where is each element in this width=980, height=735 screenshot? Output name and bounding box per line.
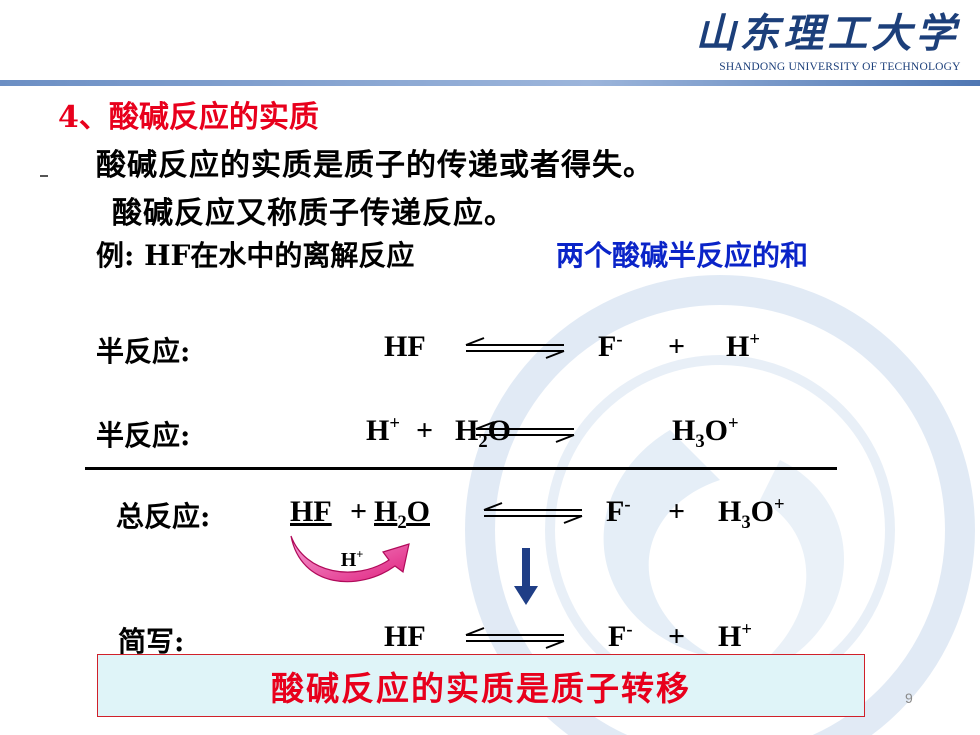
equilibrium-arrow-2 — [475, 421, 575, 443]
short-form-label: 简写: — [118, 625, 185, 658]
conclusion-banner: 酸碱反应的实质是质子转移 — [97, 654, 865, 717]
page-number: 9 — [905, 690, 913, 706]
conclusion-text: 酸碱反应的实质是质子转移 — [271, 668, 691, 708]
example-label: 例: HF在水中的离解反应 — [96, 239, 415, 272]
short-form-plus: + — [668, 620, 686, 653]
university-logo-english: SHANDONG UNIVERSITY OF TECHNOLOGY — [719, 61, 961, 73]
university-logo-chinese: 山东理工大学 — [695, 10, 960, 57]
transferred-proton-label: H+ — [340, 547, 364, 571]
equilibrium-arrow-total — [483, 502, 583, 524]
sum-rule — [85, 467, 837, 470]
half-reaction-2-plus: + — [416, 414, 434, 447]
header-rule — [0, 80, 980, 86]
half-reaction-1-product-a: F- — [598, 329, 623, 363]
total-reaction-plus-2: + — [668, 495, 686, 528]
section-title: 4、酸碱反应的实质 — [58, 100, 319, 135]
down-arrow-icon — [514, 548, 538, 605]
half-reaction-2-label: 半反应: — [96, 419, 191, 452]
total-reaction-reactant-b: H2O — [374, 495, 430, 533]
half-reaction-1-product-b: H+ — [726, 329, 760, 363]
half-reaction-2-reactant-a: H+ — [366, 413, 400, 447]
half-reaction-2-product: H3O+ — [672, 413, 739, 452]
example-note: 两个酸碱半反应的和 — [556, 239, 809, 272]
definition-line-1: 酸碱反应的实质是质子的传递或者得失。 — [96, 148, 654, 183]
proton-transfer-arrow — [290, 535, 410, 583]
total-reaction-label: 总反应: — [116, 500, 211, 533]
half-reaction-1-reactant: HF — [384, 330, 426, 363]
half-reaction-1-label: 半反应: — [96, 335, 191, 368]
half-reaction-1-plus: + — [668, 330, 686, 363]
total-reaction-reactant-a: HF — [290, 495, 332, 528]
equilibrium-arrow-1 — [465, 337, 565, 359]
equilibrium-arrow-short — [465, 627, 565, 649]
total-reaction-product-a: F- — [606, 494, 631, 528]
definition-line-2: 酸碱反应又称质子传递反应。 — [112, 196, 515, 231]
short-form-product-b: H+ — [718, 619, 752, 653]
bullet-dash — [40, 175, 48, 177]
short-form-reactant: HF — [384, 620, 426, 653]
total-reaction-product-b: H3O+ — [718, 494, 785, 533]
total-reaction-plus: + — [350, 495, 368, 528]
short-form-product-a: F- — [608, 619, 633, 653]
